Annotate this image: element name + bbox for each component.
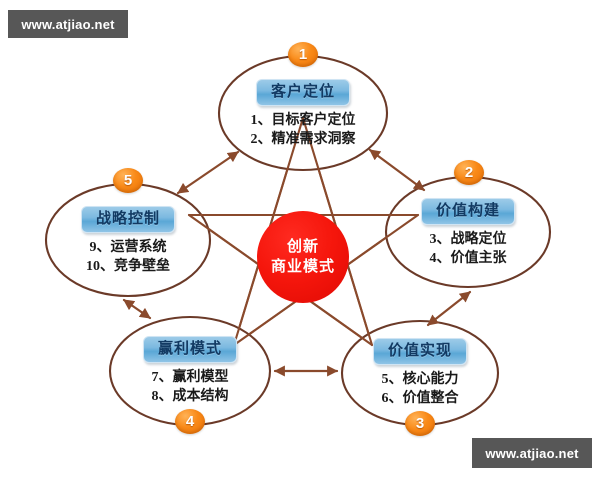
node-title-4: 赢利模式 — [142, 336, 237, 363]
node-item-1-1: 1、目标客户定位 — [250, 113, 356, 128]
arrow-2-to-3 — [426, 290, 472, 327]
node-title-1: 客户定位 — [255, 79, 350, 106]
node-profit-model[interactable]: 赢利模式 7、赢利模型 8、成本结构 — [112, 331, 268, 411]
node-items-4: 7、赢利模型 8、成本结构 — [152, 368, 229, 406]
node-badge-3: 3 — [405, 411, 435, 436]
node-title-3: 价值实现 — [372, 338, 467, 365]
node-items-3: 5、核心能力 6、价值整合 — [382, 370, 459, 408]
node-badge-1: 1 — [288, 42, 318, 67]
node-customer-positioning[interactable]: 客户定位 1、目标客户定位 2、精准需求洞察 — [219, 72, 387, 156]
node-item-1-2: 2、精准需求洞察 — [250, 132, 356, 147]
node-badge-5: 5 — [113, 168, 143, 193]
node-badge-4: 4 — [175, 409, 205, 434]
arrow-1-to-2 — [368, 148, 426, 192]
arrow-4-to-5 — [122, 298, 152, 320]
node-link-arrows — [122, 148, 472, 377]
node-title-5: 战略控制 — [80, 206, 175, 233]
node-value-realization[interactable]: 价值实现 5、核心能力 6、价值整合 — [342, 333, 498, 413]
arrow-5-to-1 — [176, 150, 240, 195]
watermark-top-left: www.atjiao.net — [8, 10, 128, 38]
center-core: 创新 商业模式 — [257, 211, 349, 303]
node-item-2-2: 4、价值主张 — [429, 251, 507, 266]
node-item-2-1: 3、战略定位 — [429, 232, 507, 247]
node-item-3-1: 5、核心能力 — [381, 372, 459, 387]
node-item-5-2: 10、竞争壁垒 — [86, 259, 170, 274]
node-title-2: 价值构建 — [420, 198, 515, 225]
center-line-2: 商业模式 — [270, 258, 335, 275]
node-items-2: 3、战略定位 4、价值主张 — [430, 230, 507, 268]
node-items-1: 1、目标客户定位 2、精准需求洞察 — [251, 111, 356, 149]
node-items-5: 9、运营系统 10、竞争壁垒 — [86, 238, 170, 276]
node-value-construction[interactable]: 价值构建 3、战略定位 4、价值主张 — [386, 192, 550, 274]
node-item-5-1: 9、运营系统 — [89, 240, 167, 255]
node-item-4-1: 7、赢利模型 — [151, 370, 229, 385]
node-item-4-2: 8、成本结构 — [151, 389, 229, 404]
node-strategic-control[interactable]: 战略控制 9、运营系统 10、竞争壁垒 — [46, 200, 210, 282]
node-badge-2: 2 — [454, 160, 484, 185]
center-line-1: 创新 — [286, 238, 319, 255]
watermark-bottom-right: www.atjiao.net — [472, 438, 592, 468]
node-item-3-2: 6、价值整合 — [381, 391, 459, 406]
